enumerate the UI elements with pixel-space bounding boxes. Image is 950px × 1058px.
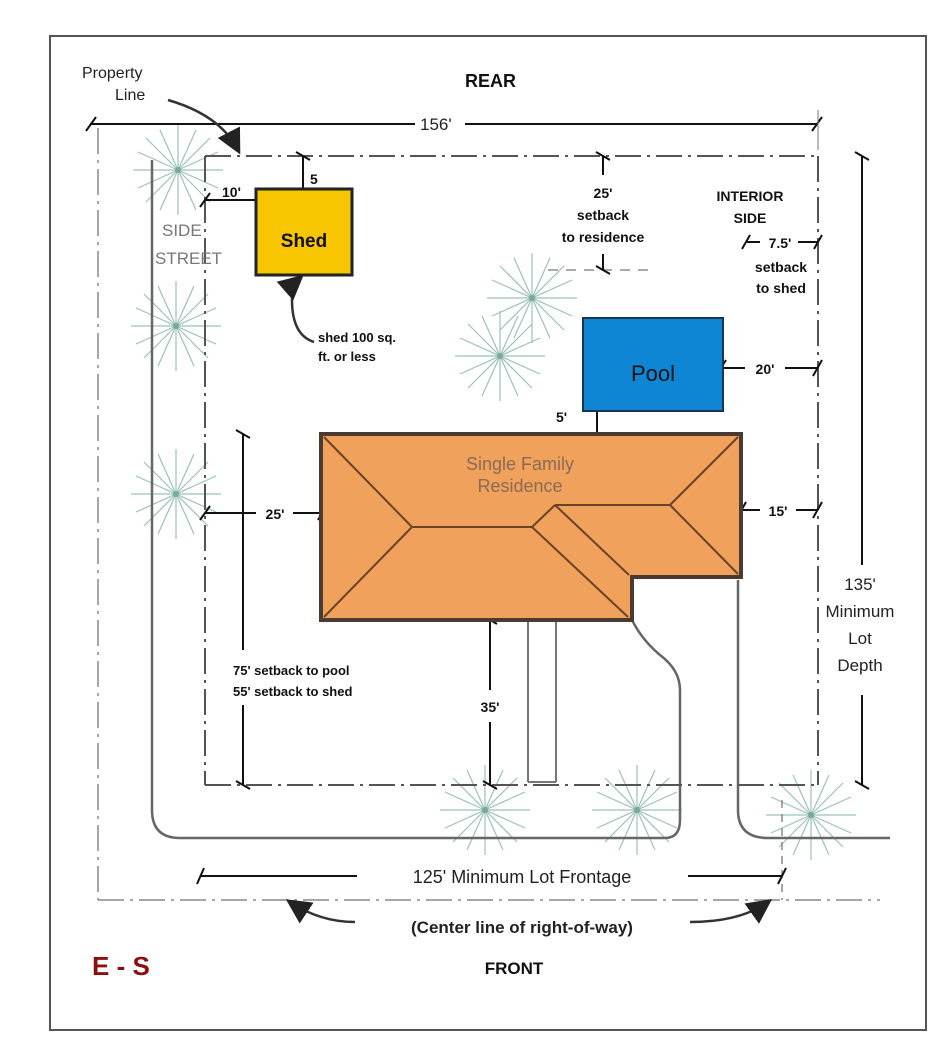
diagram-code: E - S: [92, 951, 150, 981]
residence-rear-setback: 25': [594, 185, 613, 201]
lot-width-dimension: 156': [420, 115, 452, 134]
lot-depth-dimension: 135': [844, 575, 876, 594]
callout-arrows: [167, 98, 773, 924]
tree-icon: [591, 764, 683, 856]
side-street-label: SIDE: [162, 221, 202, 240]
lot-depth-label: Minimum: [826, 602, 895, 621]
shed-interior-setback: 7.5': [769, 235, 792, 251]
tree-icon: [454, 310, 546, 402]
interior-side-label-2: SIDE: [734, 210, 767, 226]
center-line-arrow-left: [285, 899, 356, 924]
residence-interior-setback: 15': [769, 503, 788, 519]
shed-note-arrow: [276, 274, 315, 344]
residence-side-street-setback: 25': [266, 506, 285, 522]
residence-label: Single Family: [466, 454, 574, 474]
shed: [254, 187, 354, 277]
interior-side-label: INTERIOR: [717, 188, 784, 204]
rear-label: REAR: [465, 71, 516, 91]
property-line-label: Property: [82, 65, 142, 82]
tree-icon: [132, 124, 224, 216]
shed-interior-setback-label: setback: [755, 259, 807, 275]
tree-icon: [130, 448, 222, 540]
pool-front-setback: 75' setback to pool: [233, 663, 350, 678]
property-line-label-2: Line: [115, 87, 145, 104]
residence-front-setback: 35': [481, 699, 500, 715]
pool-interior-setback: 20': [756, 361, 775, 377]
tree-icon: [765, 769, 857, 861]
residence-label-2: Residence: [477, 476, 562, 496]
lot-frontage-dimension: 125' Minimum Lot Frontage: [413, 867, 632, 887]
tree-icon: [439, 764, 531, 856]
front-label: FRONT: [485, 959, 544, 978]
road-edges: [150, 160, 890, 840]
shed-note-2: ft. or less: [318, 349, 376, 364]
shed-label: Shed: [281, 231, 327, 252]
property-line: [204, 155, 819, 786]
shed-note: shed 100 sq.: [318, 330, 396, 345]
residence-rear-setback-label: setback: [577, 207, 629, 223]
single-family-residence: [319, 432, 743, 622]
tree-icon: [130, 280, 222, 372]
pool: [582, 317, 724, 412]
center-line-arrow-right: [689, 899, 773, 924]
pool-label: Pool: [631, 361, 675, 386]
shed-rear-setback: 5: [310, 171, 318, 187]
center-line-label: (Center line of right-of-way): [411, 918, 633, 937]
side-street-label-2: STREET: [155, 249, 222, 268]
lot-depth-label-2: Lot: [848, 629, 872, 648]
property-line-arrow: [167, 98, 241, 155]
pool-residence-gap: 5': [556, 409, 567, 425]
shed-interior-setback-label-2: to shed: [756, 280, 806, 296]
frame-border: [49, 35, 927, 1031]
residence-rear-setback-label-2: to residence: [562, 229, 645, 245]
shed-side-setback: 10': [222, 184, 241, 200]
shed-front-setback: 55' setback to shed: [233, 684, 352, 699]
lot-depth-label-3: Depth: [837, 656, 882, 675]
driveway: [527, 620, 557, 783]
outer-lot-line: [97, 128, 880, 901]
